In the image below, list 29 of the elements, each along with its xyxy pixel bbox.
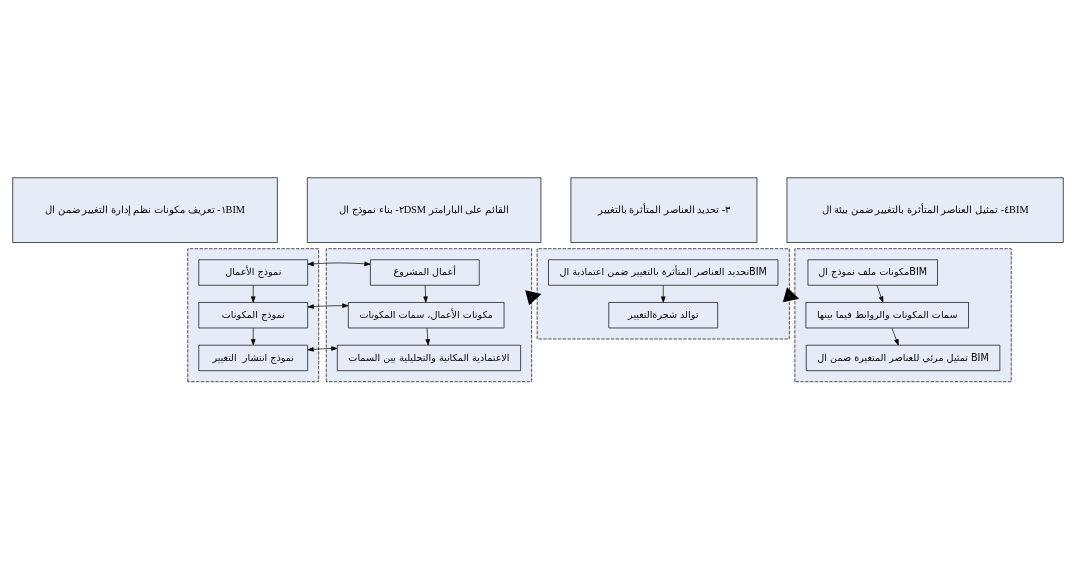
arrow <box>660 285 666 303</box>
arrow <box>891 327 899 346</box>
node-box: تحديد العناصر المتأثرة بالتغيير ضمن اعتمادية الBIM <box>548 259 779 286</box>
cluster <box>187 248 320 383</box>
node-box: نموذج المكونات <box>198 302 308 329</box>
node-box: ١- تعريف مكونات نظم إدارة التغيير ضمن الBIM <box>12 177 278 243</box>
arrow <box>307 303 349 309</box>
node-box: مكونات ملف نموذج الBIM <box>807 259 938 286</box>
node-box: نموذج انتشار التغيير <box>198 344 308 372</box>
node-box: ٣- تحديد العناصر المتأثرة بالتغيير <box>570 177 758 243</box>
node-box: ٤- تمثيل العناصر المتأثرة بالتغيير ضمن بيئة الBIM <box>786 177 1064 243</box>
cluster <box>794 248 1012 383</box>
arrow <box>307 346 338 352</box>
node-box: الاعتمادية المكانية والتحليلية بين السمات <box>336 344 521 372</box>
arrow <box>307 261 371 267</box>
arrow <box>425 327 431 346</box>
arrow <box>876 285 884 303</box>
node-box: تمثيل مرئي للعناصر المتغيرة ضمن ال BIM <box>805 344 1001 372</box>
node-box: توالد شجرةالتغيير <box>608 302 719 329</box>
cluster <box>536 248 790 340</box>
node-box: مكونات الأعمال، سمات المكونات <box>347 302 505 329</box>
node-box: أعمال المشروع <box>370 259 480 286</box>
node-box: نموذج الأعمال <box>198 259 308 286</box>
arrow <box>423 285 428 303</box>
arrow <box>250 327 256 346</box>
arrow <box>250 285 256 303</box>
node-box: سمات المكونات والروابط فيما بينها <box>805 302 969 329</box>
node-box: ٢- بناء نموذج الDSM القائم على البارامتر <box>306 177 542 243</box>
cluster <box>325 248 532 383</box>
